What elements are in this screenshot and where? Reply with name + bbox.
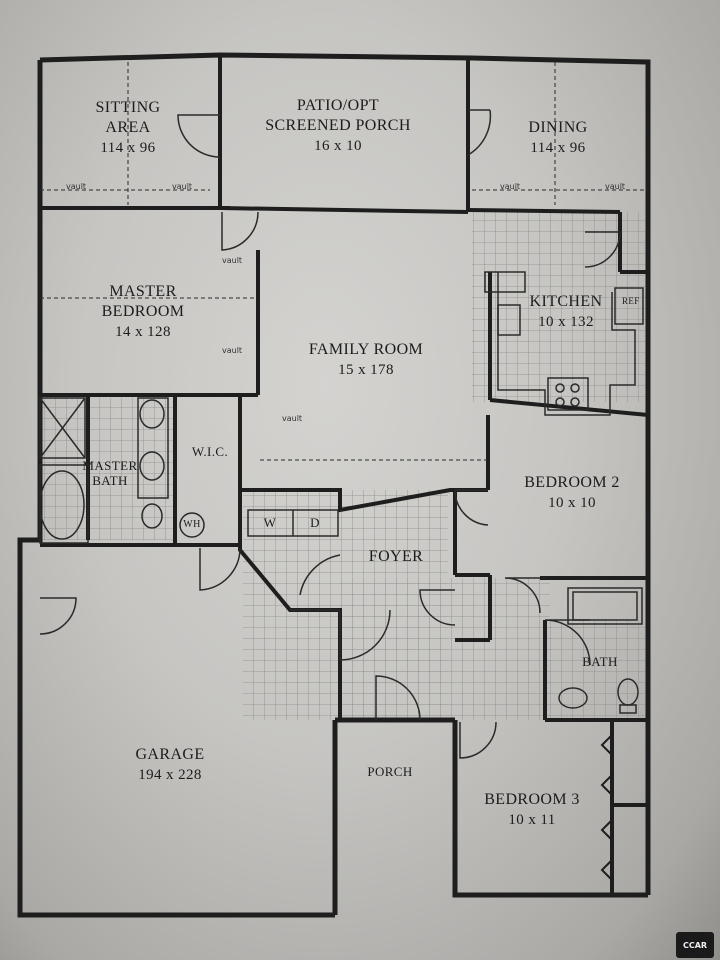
patio-name-1: PATIO/OPT [296,97,380,114]
bedroom2-label: BEDROOM 2 10 x 10 [524,473,620,513]
vault-label: vault [66,182,87,191]
bedroom3-label: BEDROOM 3 10 x 11 [484,790,580,830]
bath-label: BATH [582,654,618,669]
vault-label: vault [222,256,243,265]
family-room-dims: 15 x 178 [338,362,394,378]
bedroom3-dims: 10 x 11 [508,812,556,828]
foyer-name: FOYER [368,548,424,565]
washer-label: W [264,515,277,530]
vault-label: vault [222,346,243,355]
porch-label: PORCH [367,764,412,779]
master-bedroom-dims: 14 x 128 [115,324,171,340]
garage-label: GARAGE 194 x 228 [135,745,204,785]
kitchen-dims: 10 x 132 [538,314,594,330]
dining-label: DINING 114 x 96 [528,118,587,158]
patio-dims: 16 x 10 [314,138,362,154]
porch-name: PORCH [367,764,413,779]
bedroom2-name: BEDROOM 2 [524,474,620,491]
ref-label: REF [622,296,640,306]
wh-label: WH [183,518,200,532]
foyer-label: FOYER [369,547,423,567]
wic-label: W.I.C. [192,444,228,459]
fixture-details [39,62,648,714]
wic-name: W.I.C. [191,444,229,459]
master-bedroom-name-1: MASTER [109,283,177,300]
dining-name: DINING [528,119,588,136]
vault-label: vault [172,182,193,191]
garage-name: GARAGE [135,746,205,763]
master-bath-name-1: MASTER [82,458,138,473]
ccar-logo: CCAR [676,932,714,958]
sitting-area-label: SITTING AREA 114 x 96 [95,98,160,158]
vault-label: vault [282,414,303,423]
family-room-label: FAMILY ROOM 15 x 178 [309,340,423,380]
vault-label: vault [500,182,521,191]
master-bath-name-2: BATH [92,473,128,488]
sitting-area-name-1: SITTING [95,99,161,116]
logo-text: CCAR [682,940,708,950]
bedroom2-dims: 10 x 10 [548,495,596,511]
master-bath-label: MASTER BATH [82,458,137,488]
sitting-area-name-2: AREA [105,119,151,136]
bedroom3-name: BEDROOM 3 [484,791,580,808]
door-swings [39,109,621,759]
patio-label: PATIO/OPT SCREENED PORCH 16 x 10 [265,96,411,156]
ref-name: REF [622,296,640,306]
garage-dims: 194 x 228 [138,767,202,783]
dining-dims: 114 x 96 [530,140,586,156]
bath-name: BATH [582,654,618,669]
patio-name-2: SCREENED PORCH [265,117,411,134]
family-room-name: FAMILY ROOM [308,341,424,358]
dryer-name: D [310,515,320,530]
dryer-label: D [310,515,320,530]
sitting-area-dims: 114 x 96 [100,140,156,156]
kitchen-label: KITCHEN 10 x 132 [529,292,602,332]
washer-name: W [263,515,277,530]
vault-label: vault [605,182,626,191]
kitchen-name: KITCHEN [529,293,603,310]
exterior-walls [17,52,651,918]
master-bedroom-name-2: BEDROOM [101,303,185,320]
master-bedroom-label: MASTER BEDROOM 14 x 128 [102,282,185,342]
wh-name: WH [183,519,201,530]
closet-doors [600,734,613,881]
